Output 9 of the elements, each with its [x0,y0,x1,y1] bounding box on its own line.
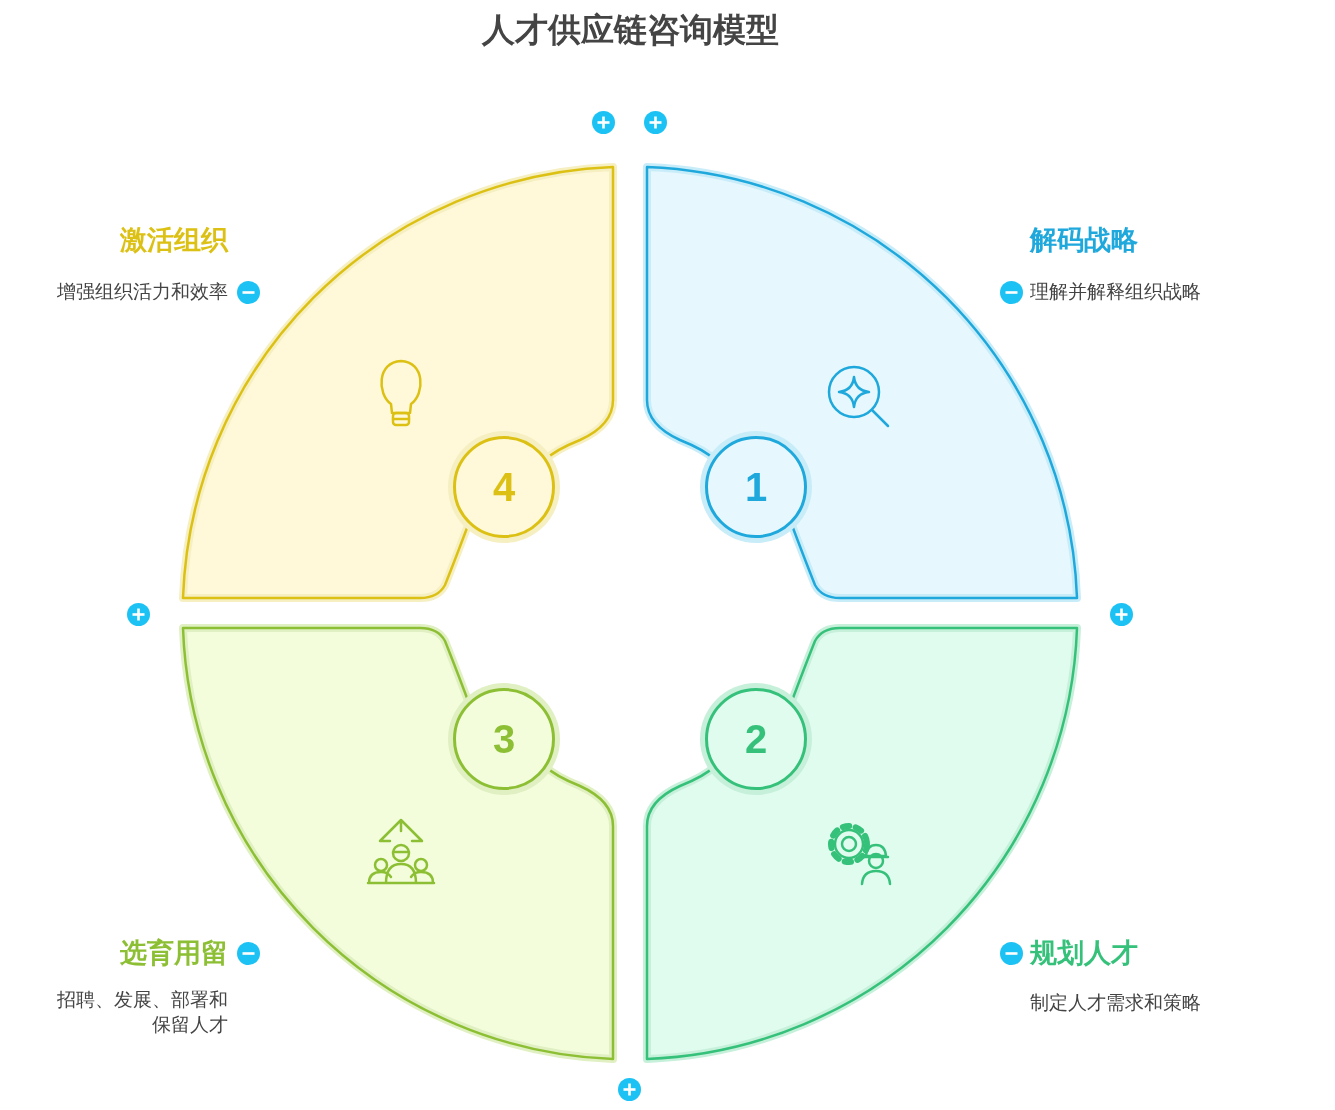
step-heading: 激活组织 [120,224,228,257]
step-heading: 解码战略 [1030,224,1138,257]
step-description: 招聘、发展、部署和保留人才 [56,988,228,1037]
step-heading: 规划人才 [1030,937,1138,970]
step-description: 理解并解释组织战略 [1030,280,1201,304]
step-heading: 选育用留 [120,937,228,970]
step-description: 制定人才需求和策略 [1030,991,1201,1015]
step-description: 增强组织活力和效率 [57,280,228,304]
diagram-title: 人才供应链咨询模型 [480,10,780,50]
